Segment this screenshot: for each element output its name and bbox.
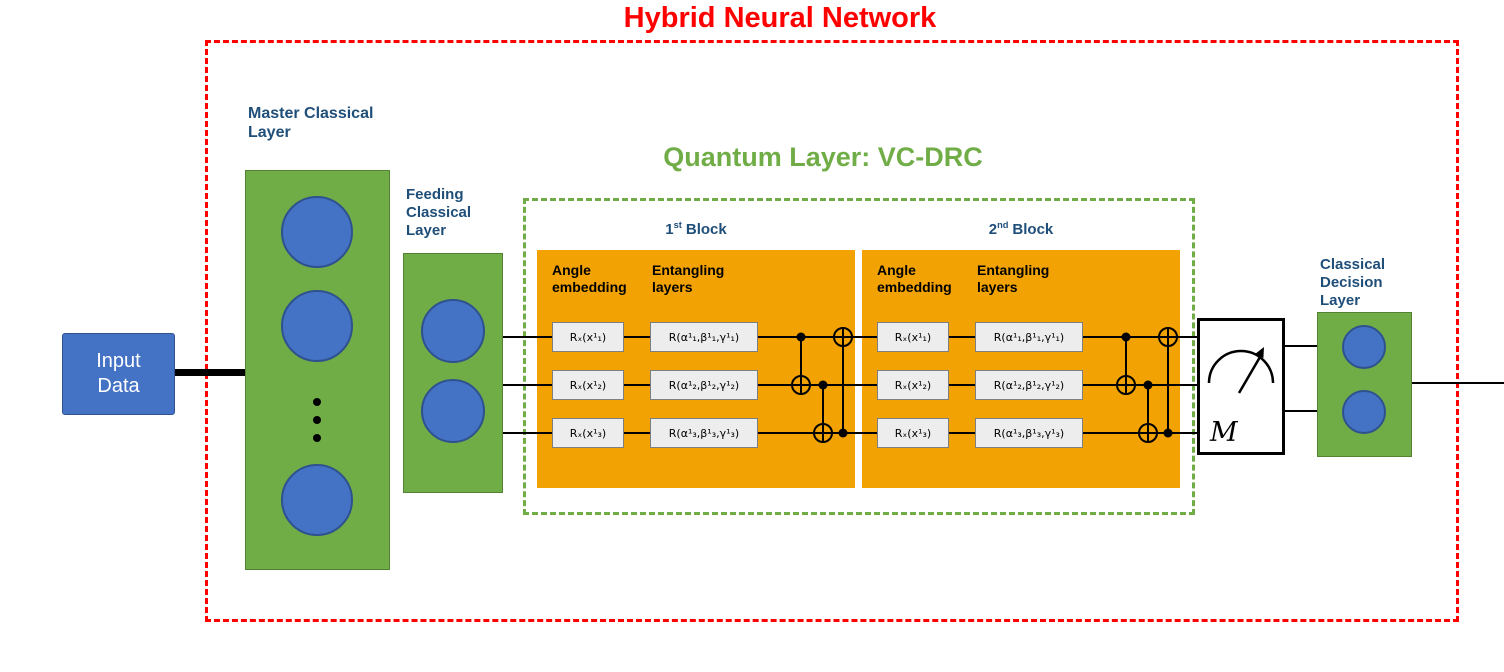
block-2-ordinal: nd <box>997 220 1009 230</box>
rotation-gate: R(α¹₃,β¹₃,γ¹₃) <box>975 418 1083 448</box>
rx-gate: Rₓ(x¹₂) <box>877 370 949 400</box>
meter-output-wire-2 <box>1285 410 1317 412</box>
ellipsis-dot <box>313 416 321 424</box>
master-layer-label: Master Classical Layer <box>248 105 374 142</box>
measurement-node: M <box>1197 318 1285 455</box>
ellipsis-dot <box>313 398 321 406</box>
measurement-label: M <box>1210 417 1238 448</box>
input-data-node: Input Data <box>62 333 175 415</box>
decision-neuron-1 <box>1342 325 1386 369</box>
master-neuron-n <box>281 464 353 536</box>
quantum-layer-boundary <box>523 198 1195 515</box>
rotation-gate: R(α¹₂,β¹₂,γ¹₂) <box>650 370 758 400</box>
rotation-gate: R(α¹₁,β¹₁,γ¹₁) <box>650 322 758 352</box>
quantum-layer-title: Quantum Layer: VC-DRC <box>663 142 983 172</box>
feeding-classical-layer <box>403 253 503 493</box>
cnot-gates-icon <box>1116 327 1178 443</box>
master-neuron-2 <box>281 290 353 362</box>
rx-gate: Rₓ(x¹₁) <box>552 322 624 352</box>
rx-gate: Rₓ(x¹₂) <box>552 370 624 400</box>
qubit-wire-3 <box>503 432 1197 434</box>
block-1-num: 1 <box>665 221 674 238</box>
qubit-wire-1 <box>503 336 1197 338</box>
output-line <box>1412 382 1504 384</box>
input-connector-line <box>175 369 245 376</box>
rx-gate: Rₓ(x¹₁) <box>877 322 949 352</box>
meter-output-wire-1 <box>1285 345 1317 347</box>
block-2-rest: Block <box>1012 221 1054 238</box>
feeding-layer-label: Feeding Classical Layer <box>406 186 472 239</box>
block-2-num: 2 <box>988 221 998 238</box>
decision-layer-label: Classical Decision Layer <box>1320 256 1386 309</box>
feeding-neuron-2 <box>421 379 485 443</box>
angle-embedding-label-2: Angle embedding <box>877 262 952 295</box>
qubit-wire-2 <box>503 384 1197 386</box>
entangling-layers-label-1: Entangling layers <box>652 262 725 295</box>
decision-neuron-2 <box>1342 390 1386 434</box>
rotation-gate: R(α¹₁,β¹₁,γ¹₁) <box>975 322 1083 352</box>
block-1-rest: Block <box>685 221 727 238</box>
block-1-ordinal: st <box>673 220 682 230</box>
entangling-layers-label-2: Entangling layers <box>977 262 1050 295</box>
master-neuron-1 <box>281 196 353 268</box>
rx-gate: Rₓ(x¹₃) <box>877 418 949 448</box>
measurement-gauge-icon <box>1207 347 1275 394</box>
diagram-title: Hybrid Neural Network <box>623 2 937 34</box>
rotation-gate: R(α¹₂,β¹₂,γ¹₂) <box>975 370 1083 400</box>
cnot-gates-icon <box>791 327 853 443</box>
rx-gate: Rₓ(x¹₃) <box>552 418 624 448</box>
input-data-label: Input Data <box>96 350 141 397</box>
hybrid-network-boundary <box>205 40 1459 622</box>
angle-embedding-label-1: Angle embedding <box>552 262 627 295</box>
rotation-gate: R(α¹₃,β¹₃,γ¹₃) <box>650 418 758 448</box>
ellipsis-dot <box>313 434 321 442</box>
feeding-neuron-1 <box>421 299 485 363</box>
